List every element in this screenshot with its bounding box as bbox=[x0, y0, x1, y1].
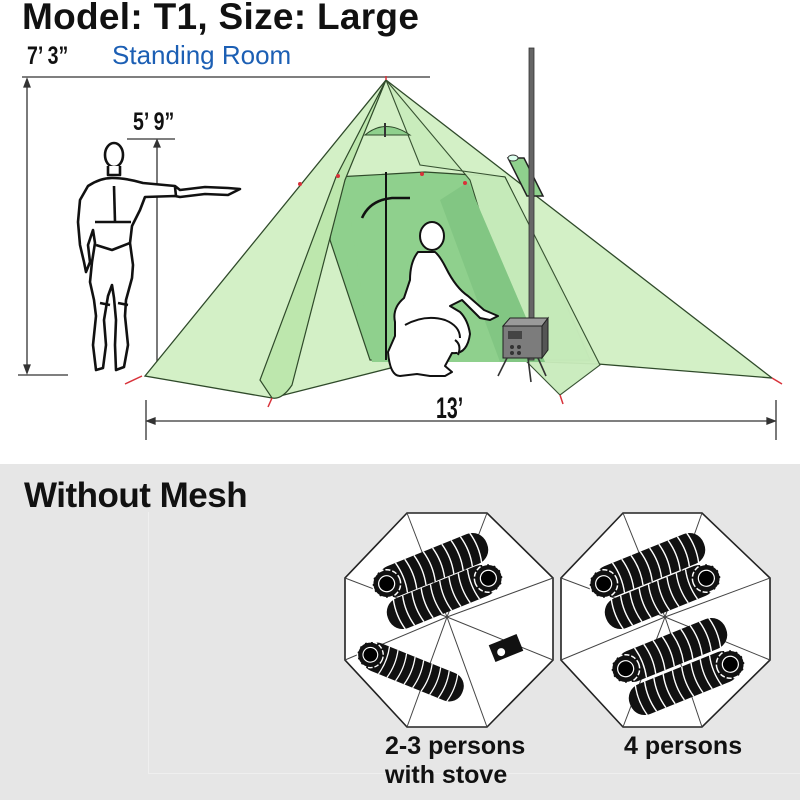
wood-stove-icon bbox=[497, 316, 549, 383]
caption-2-3-persons: 2-3 persons with stove bbox=[385, 732, 525, 790]
caption-line: 2-3 persons bbox=[385, 732, 526, 760]
tent-height-label: 7’ 3” bbox=[27, 42, 69, 70]
stove-pipe bbox=[528, 47, 535, 361]
layout-2-3-persons bbox=[344, 512, 554, 728]
tent-width-arrow bbox=[145, 400, 777, 440]
door-flap-left bbox=[259, 79, 387, 399]
caption-4-persons: 4 persons bbox=[624, 732, 742, 761]
page-title: Model: T1, Size: Large bbox=[22, 0, 420, 37]
stake-markers bbox=[124, 76, 783, 408]
standing-room-label: Standing Room bbox=[112, 40, 292, 70]
section-title: Without Mesh bbox=[24, 476, 248, 515]
stove-top-icon bbox=[488, 634, 524, 662]
tent-diagram bbox=[18, 47, 783, 440]
standing-person-figure bbox=[76, 141, 242, 372]
layout-4-persons bbox=[560, 512, 771, 728]
caption-line: with stove bbox=[385, 761, 508, 789]
crouching-person-figure bbox=[387, 221, 499, 377]
panel-inner-frame bbox=[148, 512, 800, 774]
tent-width-label: 13’ bbox=[436, 392, 464, 425]
tent-height-arrow bbox=[18, 77, 68, 376]
person-height-label: 5’ 9” bbox=[133, 108, 175, 136]
caption-line: 4 persons bbox=[624, 732, 743, 760]
top-vent bbox=[363, 126, 412, 136]
